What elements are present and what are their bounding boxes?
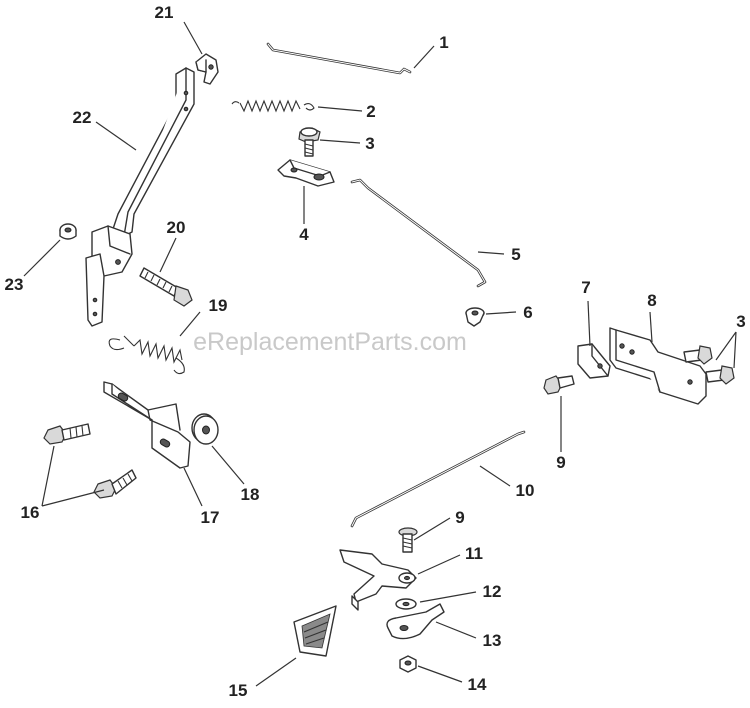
callout-6: 6: [523, 303, 532, 322]
part-17-bracket: [103, 381, 191, 469]
part-13-arm: [386, 603, 445, 640]
callout-18: 18: [241, 485, 260, 504]
part-12-washer: [395, 598, 417, 610]
part-21-clip: [195, 53, 219, 85]
callout-17: 17: [201, 508, 220, 527]
callout-7: 7: [581, 278, 590, 297]
callout-5: 5: [511, 245, 520, 264]
part-1-rod: [266, 42, 412, 75]
callout-15: 15: [229, 681, 248, 700]
part-2-spring: [231, 99, 315, 113]
part-9-screw-upper: [543, 375, 575, 395]
part-6-nut: [465, 307, 485, 327]
callout-14: 14: [468, 675, 487, 694]
callout-10: 10: [516, 481, 535, 500]
part-16-bolts: [43, 423, 137, 499]
part-9-screw-lower: [398, 527, 418, 553]
part-19-spring: [108, 335, 185, 375]
part-3-screws-right: [683, 345, 735, 385]
callout-22: 22: [73, 108, 92, 127]
part-5-rod: [350, 178, 487, 288]
callout-numbers: 1 2 3 4 5 6 7 8 3 9 10 9 11 12 13 14 15 …: [5, 3, 746, 700]
part-14-nut: [399, 655, 417, 673]
callout-3-right: 3: [736, 312, 745, 331]
part-18-washer: [191, 413, 219, 445]
callout-23: 23: [5, 275, 24, 294]
part-4-bracket: [277, 159, 335, 187]
callout-13: 13: [483, 631, 502, 650]
callout-20: 20: [167, 218, 186, 237]
part-23-nut: [59, 223, 77, 240]
callout-16: 16: [21, 503, 40, 522]
part-8-plate: [609, 327, 707, 405]
callout-3: 3: [365, 134, 374, 153]
callout-21: 21: [155, 3, 174, 22]
watermark: eReplacementParts.com: [193, 328, 467, 356]
part-11-shaft-lever: [339, 549, 417, 611]
callout-19: 19: [209, 296, 228, 315]
callout-11: 11: [465, 544, 483, 563]
callout-1: 1: [439, 33, 448, 52]
part-22-lever: [85, 67, 195, 327]
part-15-pad: [293, 605, 337, 657]
part-7-clip: [577, 343, 611, 379]
leader-lines: [23, 21, 737, 687]
callout-9-upper: 9: [556, 453, 565, 472]
callout-8: 8: [647, 291, 656, 310]
part-10-rod: [350, 430, 526, 528]
callout-4: 4: [299, 225, 309, 244]
part-20-bolt: [139, 267, 193, 307]
part-3-screw: [298, 127, 321, 157]
callout-9-lower: 9: [455, 508, 464, 527]
callout-2: 2: [366, 102, 375, 121]
callout-12: 12: [483, 582, 502, 601]
